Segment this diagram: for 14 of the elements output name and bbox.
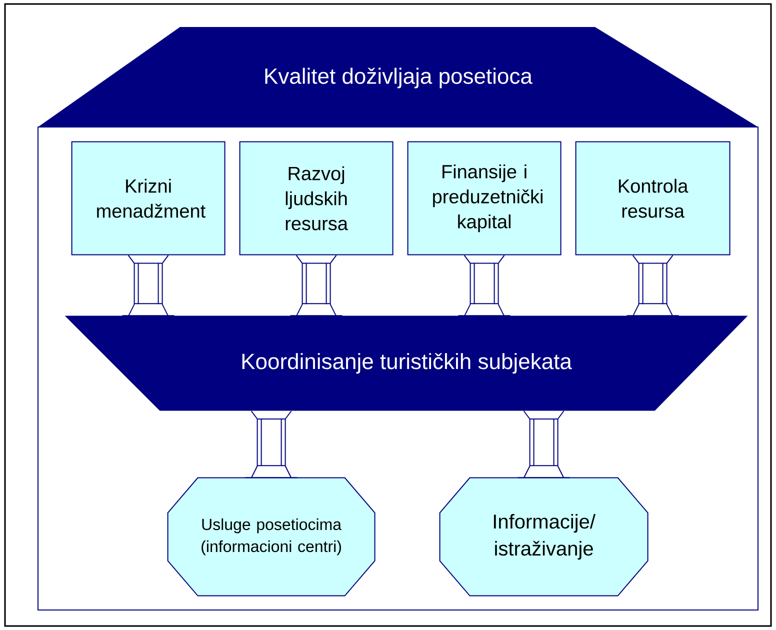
process-box: Finansije i preduzetnički kapital <box>407 141 562 256</box>
process-box: Razvoj ljudskih resursa <box>239 141 394 256</box>
service-octagon: Informacije/ istraživanje <box>439 477 648 596</box>
process-box: Kontrola resursa <box>575 141 730 256</box>
service-octagon: Usluge posetiocima (informacioni centri) <box>167 477 376 596</box>
connector <box>517 410 570 478</box>
connector <box>458 254 511 317</box>
connector <box>626 254 680 317</box>
connector <box>290 254 343 317</box>
process-box: Krizni menadžment <box>71 141 226 256</box>
connector <box>244 410 298 478</box>
connector <box>122 254 175 317</box>
coordination-band: Koordinisanje turističkih subjekata <box>64 316 748 411</box>
node-label: Kvalitet doživljaja posetioca <box>265 68 532 88</box>
